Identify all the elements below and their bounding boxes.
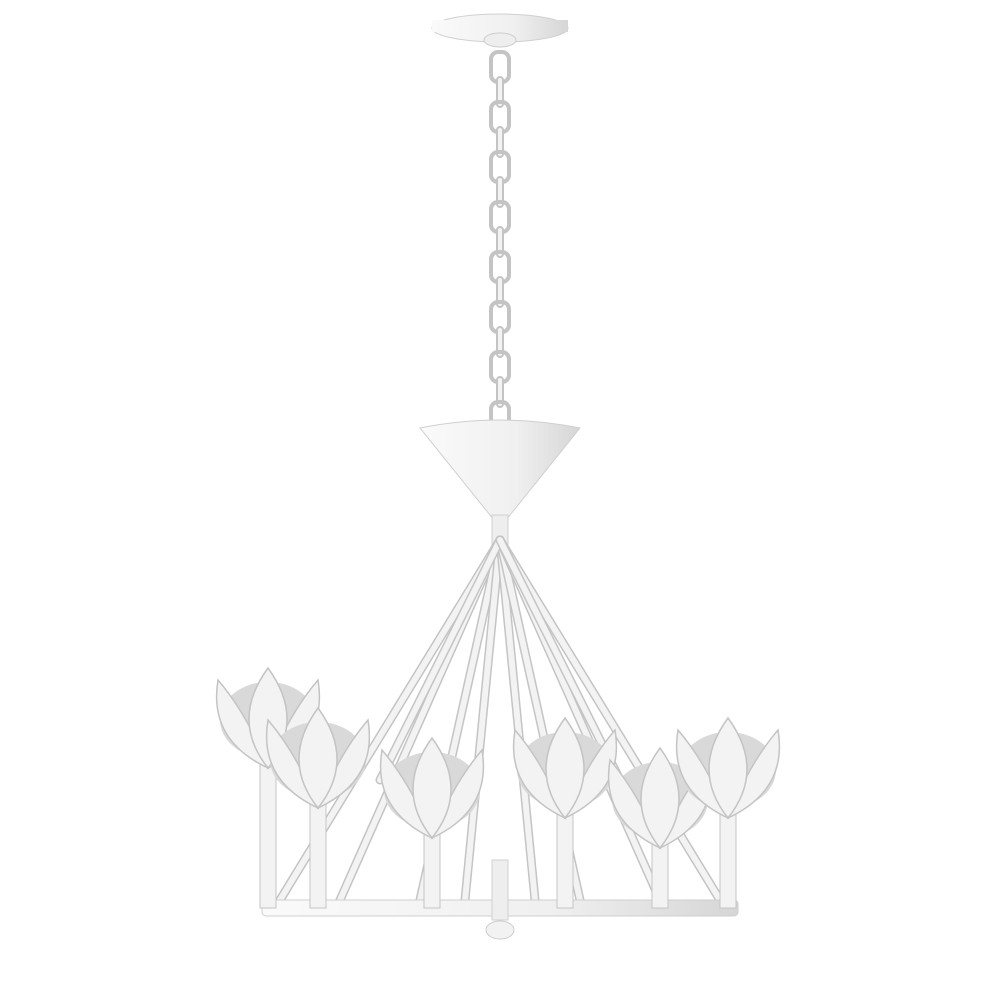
chain-link <box>496 226 504 258</box>
chain <box>489 50 511 434</box>
arm-stem <box>423 829 441 909</box>
support-rod-highlight <box>377 537 503 783</box>
ceiling-canopy <box>431 13 569 48</box>
support-rod-highlight <box>497 537 723 903</box>
chain-link <box>496 326 504 358</box>
flower-petal <box>298 706 338 810</box>
flower-cup <box>512 716 618 820</box>
arm-stem <box>309 799 327 909</box>
flower-petal <box>412 736 452 840</box>
flower-petal <box>545 716 585 820</box>
chain-link <box>496 276 504 308</box>
flower-cups <box>215 666 781 850</box>
flower-petal <box>708 716 748 820</box>
arm-stems <box>259 759 737 909</box>
bottom-finial <box>485 859 515 940</box>
support-rods <box>275 535 725 905</box>
chain-link <box>496 126 504 158</box>
arm-stem <box>259 759 277 909</box>
flower-petal <box>640 746 680 850</box>
flower-cup <box>379 736 485 840</box>
support-rod-highlight <box>497 537 538 903</box>
arm-stem <box>556 809 574 909</box>
arm-stem <box>651 839 669 909</box>
flower-cup <box>675 716 781 820</box>
flower-cup <box>265 706 371 810</box>
chain-link <box>496 176 504 208</box>
support-rod-highlight <box>462 537 503 903</box>
center-cone <box>419 419 581 521</box>
chain-link <box>496 376 504 408</box>
support-rod-highlight <box>497 537 623 783</box>
arm-stem <box>719 809 737 909</box>
chain-link <box>496 76 504 108</box>
